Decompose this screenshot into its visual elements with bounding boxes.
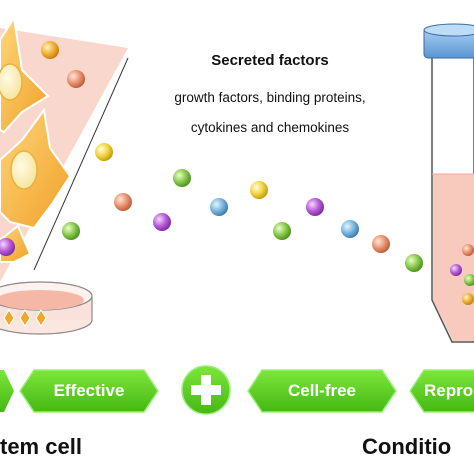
secreted-factor-sphere [41,41,59,59]
secreted-factors-flow [62,143,423,272]
secreted-factor-sphere [0,238,15,256]
secreted-factor-sphere [67,70,85,88]
secreted-factors-title: Secreted factors [211,52,329,69]
secreted-factors-line1: growth factors, binding proteins, [174,90,366,105]
secreted-factor-sphere [273,222,291,240]
secreted-factor-sphere [95,143,113,161]
cell-nucleus [10,150,38,190]
secreted-factor-sphere [153,213,171,231]
petri-dish [0,281,93,335]
secreted-factor-sphere [250,181,268,199]
badge-effective-label: Effective [53,381,125,400]
cell-nucleus [0,63,23,101]
secreted-factors-line2: cytokines and chemokines [190,120,350,135]
footer-conditioned-label: Conditio [362,434,452,459]
badge-effective [19,369,159,413]
stem-cell [0,15,50,134]
secreted-factor-sphere [462,293,474,305]
secreted-factor-sphere [114,193,132,211]
badge-right-partial-label: Repro [424,381,474,400]
badge-cell-free-label: Cell-free [287,381,357,400]
secreted-factor-sphere [462,244,474,256]
culture-divider-line [33,57,129,271]
tube-cap [423,23,474,59]
cell-culture-illustration [0,15,129,335]
secreted-factor-sphere [405,254,423,272]
secreted-factor-sphere [450,264,462,276]
footer-stem-cell-label: tem cell [0,434,82,459]
badge-right-partial [409,369,474,413]
secreted-factor-sphere [173,169,191,187]
property-badges [0,365,474,415]
plus-icon [181,365,231,415]
secreted-factor-sphere [341,220,359,238]
conditioned-medium-tube [423,23,474,343]
secreted-factor-sphere [210,198,228,216]
secreted-factor-sphere [372,235,390,253]
dish-cells [3,309,47,327]
secreted-factor-sphere [464,274,474,286]
badge-cell-free [247,369,397,413]
secreted-factor-sphere [306,198,324,216]
badge-left-partial [0,370,14,412]
secreted-factor-sphere [62,222,80,240]
